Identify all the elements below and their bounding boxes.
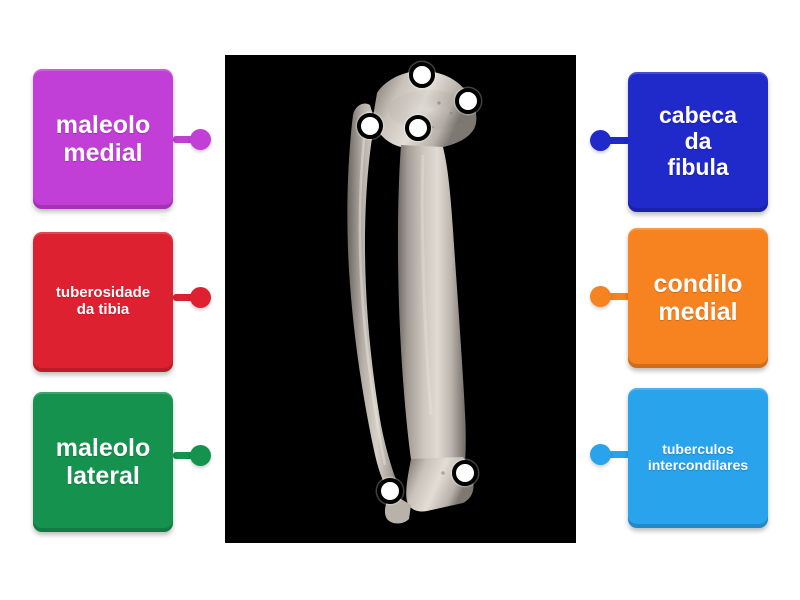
label-text-line2: da	[684, 128, 712, 155]
label-text-line2: intercondilares	[647, 457, 749, 473]
connector-line-tuberosidade-da-tibia	[173, 293, 201, 301]
connector-dot-maleolo-medial[interactable]	[189, 128, 211, 150]
connector-line-condilo-medial	[600, 292, 630, 300]
fibula-shape	[347, 103, 401, 495]
hotspot-marker-lower-left[interactable]	[377, 478, 403, 504]
label-card-maleolo-medial[interactable]: maleolo medial	[33, 69, 173, 209]
diagram-image-panel	[225, 55, 576, 543]
connector-line-maleolo-lateral	[173, 451, 201, 459]
hotspot-marker-top[interactable]	[409, 62, 435, 88]
hotspot-marker-upper-center[interactable]	[405, 115, 431, 141]
connector-dot-maleolo-lateral[interactable]	[189, 444, 211, 466]
hotspot-marker-upper-left[interactable]	[357, 113, 383, 139]
label-text-line1: condilo	[653, 270, 743, 298]
label-text-line3: fibula	[667, 153, 729, 180]
label-text-line2: medial	[63, 139, 143, 167]
label-text-line1: cabeca	[658, 102, 737, 129]
label-text-line2: lateral	[66, 462, 140, 490]
connector-dot-cabeca-da-fibula[interactable]	[589, 129, 611, 151]
label-card-cabeca-da-fibula[interactable]: cabeca da fibula	[628, 72, 768, 212]
tibia-fibula-bone-photo	[225, 55, 576, 543]
label-text-line1: tuberculos	[662, 441, 734, 458]
label-text-line2: medial	[658, 298, 738, 326]
tibia-shaft	[397, 145, 466, 497]
label-text-line2: da tibia	[76, 301, 130, 318]
label-card-tuberculos-intercondilares[interactable]: tuberculos intercondilares	[628, 388, 768, 528]
label-card-maleolo-lateral[interactable]: maleolo lateral	[33, 392, 173, 532]
connector-line-tuberculos-intercondilares	[600, 450, 630, 458]
connector-dot-condilo-medial[interactable]	[589, 285, 611, 307]
connector-line-maleolo-medial	[173, 135, 201, 143]
connector-line-cabeca-da-fibula	[600, 136, 630, 144]
hotspot-marker-upper-right[interactable]	[455, 88, 481, 114]
hotspot-marker-lower-right[interactable]	[452, 460, 478, 486]
connector-dot-tuberculos-intercondilares[interactable]	[589, 443, 611, 465]
label-text-line1: maleolo	[55, 111, 151, 139]
label-text-line1: maleolo	[55, 434, 151, 462]
label-card-condilo-medial[interactable]: condilo medial	[628, 228, 768, 368]
bone-illustration	[225, 55, 576, 543]
connector-dot-tuberosidade-da-tibia[interactable]	[189, 286, 211, 308]
label-text-line1: tuberosidade	[55, 284, 151, 302]
label-card-tuberosidade-da-tibia[interactable]: tuberosidade da tibia	[33, 232, 173, 372]
